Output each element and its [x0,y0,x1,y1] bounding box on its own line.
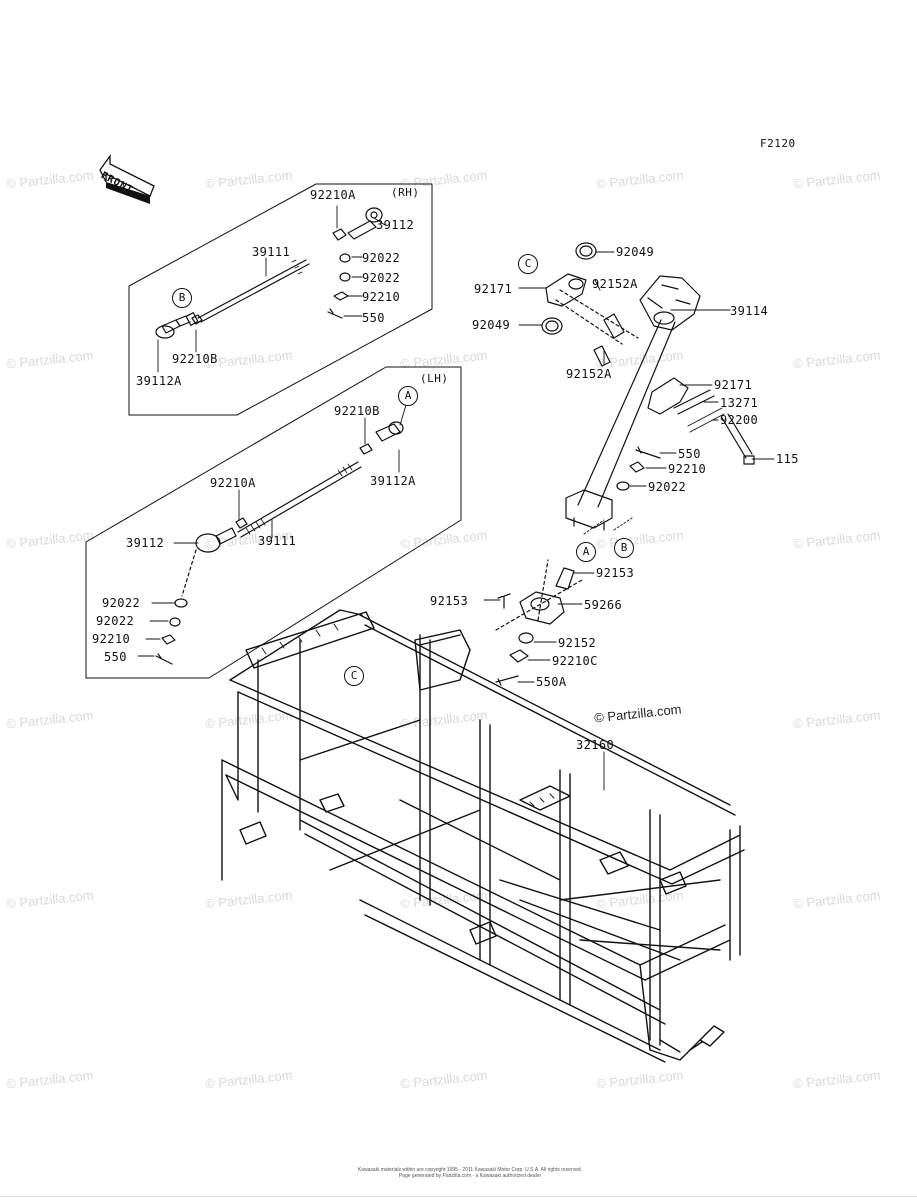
callout-c-shaft: C [518,254,538,274]
part-label: 92022 [648,480,687,494]
callout-b-shaft: B [614,538,634,558]
part-label: 92022 [362,271,401,285]
footer-line-2: Page generated by Partzilla.com - a Kawa… [398,1173,542,1179]
part-label: 39112 [126,536,165,550]
part-label: 39112A [370,474,416,488]
tie-rod-rh [155,207,383,339]
part-label: 92210C [552,654,598,668]
copyright-footer: Kawasaki materials within are copyright … [350,1167,590,1179]
part-label: 92210B [172,352,218,366]
part-label: 92153 [430,594,469,608]
rh-group-frame [128,183,433,416]
part-label: 92049 [616,245,655,259]
part-label: 59266 [584,598,623,612]
frame [221,609,745,1063]
part-label: 92210 [362,290,401,304]
part-label: 39114 [730,304,769,318]
part-label: 39112 [376,218,415,232]
lh-group-frame [85,366,462,679]
part-label: 92152A [592,277,638,291]
part-label: 39111 [252,245,291,259]
diagram-ref-code: F2120 [760,137,796,150]
part-label: 550A [536,675,567,689]
part-label: 13271 [720,396,759,410]
rh-label: (RH) [391,186,420,199]
part-label: 115 [776,452,799,466]
part-label: 92152 [558,636,597,650]
part-label: 39111 [258,534,297,548]
part-label: 550 [104,650,127,664]
front-direction-icon [99,153,155,204]
tie-rod-lh [155,421,404,665]
part-label: 92210 [92,632,131,646]
part-label: 92171 [474,282,513,296]
part-label: 92049 [472,318,511,332]
callout-b-rh: B [172,288,192,308]
callout-a-lh: A [398,386,418,406]
lh-label: (LH) [420,372,449,385]
part-label: 92153 [596,566,635,580]
page-bottom-rule [0,1196,917,1197]
callout-a-shaft: A [576,542,596,562]
part-label: 92210A [310,188,356,202]
part-label: 92210B [334,404,380,418]
callout-c-frame: C [344,666,364,686]
part-label: 92171 [714,378,753,392]
steering-bearing [495,559,583,686]
leader-lines [137,205,775,791]
part-label: 550 [362,311,385,325]
footer-line-1: Kawasaki materials within are copyright … [357,1167,583,1173]
part-label: 92022 [102,596,141,610]
part-label: 550 [678,447,701,461]
part-label: 92022 [362,251,401,265]
part-label: 92152A [566,367,612,381]
part-label: 39112A [136,374,182,388]
part-label: 92210 [668,462,707,476]
steering-shaft [541,242,755,531]
part-label: 92200 [720,413,759,427]
part-label: 32160 [576,738,615,752]
part-label: 92210A [210,476,256,490]
part-label: 92022 [96,614,135,628]
